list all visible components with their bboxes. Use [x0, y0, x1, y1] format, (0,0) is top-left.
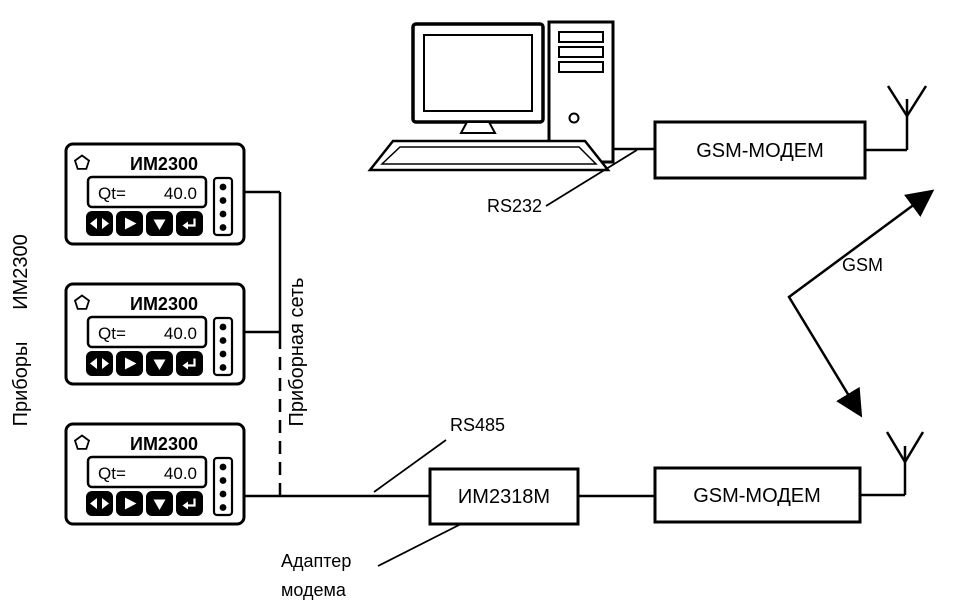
arrow-right-icon [102, 498, 109, 509]
connector-pin [219, 350, 227, 358]
tower-drive-bay [558, 61, 604, 73]
connector-pin [219, 224, 227, 231]
antenna-arm-left [886, 85, 909, 117]
antenna-top [886, 85, 928, 150]
adapter-pointer-line [377, 523, 462, 567]
adapter-box [428, 467, 580, 526]
monitor [411, 22, 545, 124]
device-title: ИМ2300 [130, 154, 198, 174]
connector-pin [219, 477, 227, 484]
tower-drive-bay [558, 31, 604, 43]
down-arrow-icon [153, 359, 166, 370]
network-caption: Приборная сеть [286, 278, 308, 427]
adapter-box-label: ИМ2318М [458, 486, 550, 508]
arrow-right-icon [102, 218, 109, 229]
connector-block [212, 456, 234, 517]
tower-power-button [568, 112, 580, 124]
device-display [86, 175, 208, 209]
gsm-modem-bottom-label: GSM-МОДЕМ [693, 485, 821, 507]
pentagon-icon [73, 434, 91, 450]
play-arrow-icon [125, 217, 137, 230]
arrow-left-icon [90, 218, 97, 229]
antenna-arm-right [905, 85, 928, 117]
gsm-radio-link-arrow [787, 189, 935, 418]
keyboard-key-area [380, 146, 598, 165]
enter-icon [186, 358, 196, 367]
connector-pin [219, 504, 227, 511]
gsm-label: GSM [842, 255, 883, 275]
rs232-pointer-line [545, 149, 638, 207]
adapter-caption-line1: Адаптер [281, 551, 351, 571]
select-button [86, 351, 113, 376]
select-button [86, 491, 113, 516]
connector-pin [219, 364, 227, 371]
device-display [86, 455, 208, 489]
computer [367, 20, 615, 172]
enter-button [176, 211, 203, 236]
pentagon-icon [73, 294, 91, 310]
antenna-bottom [885, 431, 925, 495]
select-button [86, 211, 113, 236]
antenna-arm-left [885, 431, 907, 463]
display-prefix: Qt= [98, 464, 126, 483]
instrument-bus [244, 190, 655, 498]
arrow-left-icon [90, 498, 97, 509]
left-caption-part2: ИМ2300 [10, 234, 32, 310]
display-prefix: Qt= [98, 324, 126, 343]
connector-pin [219, 490, 227, 498]
enter-icon-arrowhead [182, 361, 188, 370]
connector-pin [219, 210, 227, 218]
connector-pin [219, 183, 227, 191]
enter-icon-arrowhead [182, 501, 188, 510]
display-prefix: Qt= [98, 184, 126, 203]
device-display [86, 315, 208, 349]
enter-icon-arrowhead [182, 221, 188, 230]
monitor-stand [459, 121, 497, 134]
antenna-arm-right [903, 431, 925, 463]
connector-pin [219, 463, 227, 471]
connector-pin [219, 337, 227, 344]
keyboard [367, 139, 611, 172]
enter-icon [186, 218, 196, 227]
play-arrow-icon [125, 497, 137, 510]
display-value: 40.0 [164, 324, 197, 343]
display-value: 40.0 [164, 184, 197, 203]
enter-icon [186, 498, 196, 507]
device-im2300-2: ИМ2300 Qt= 40.0 [64, 282, 246, 386]
device-im2300-1: ИМ2300 Qt= 40.0 [64, 142, 246, 246]
device-title: ИМ2300 [130, 294, 198, 314]
enter-button [176, 351, 203, 376]
device-title: ИМ2300 [130, 434, 198, 454]
rs485-label: RS485 [450, 415, 505, 435]
enter-button [176, 491, 203, 516]
arrow-left-icon [90, 358, 97, 369]
down-arrow-icon [153, 499, 166, 510]
tower-drive-bay [558, 46, 604, 58]
gsm-modem-top-label: GSM-МОДЕМ [696, 140, 824, 162]
play-arrow-icon [125, 357, 137, 370]
down-arrow-icon [153, 219, 166, 230]
rs232-label: RS232 [487, 196, 542, 216]
connector-block [212, 316, 234, 377]
connector-block [212, 176, 234, 237]
connector-pin [219, 197, 227, 204]
display-value: 40.0 [164, 464, 197, 483]
adapter-caption-line2: модема [281, 580, 347, 600]
monitor-screen [423, 34, 533, 112]
arrow-right-icon [102, 358, 109, 369]
connector-pin [219, 323, 227, 331]
left-caption-part1: Приборы [10, 342, 32, 427]
pentagon-icon [73, 154, 91, 170]
device-im2300-3: ИМ2300 Qt= 40.0 [64, 422, 246, 526]
gsm-modem-top-box [653, 120, 867, 180]
rs485-pointer-line [373, 439, 447, 493]
